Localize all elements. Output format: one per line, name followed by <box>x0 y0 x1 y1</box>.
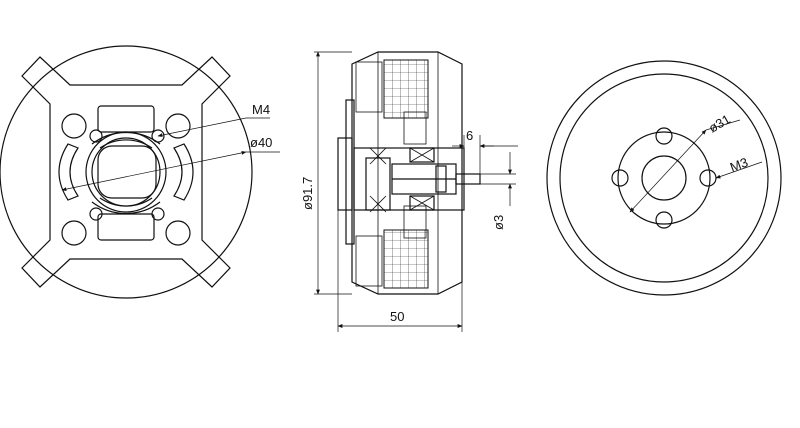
rear-m3-label: M3 <box>728 155 750 175</box>
front-m4-hole <box>151 129 165 143</box>
side-shaft-extension-label: 6 <box>466 128 473 143</box>
front-bottom-slot <box>97 213 155 241</box>
side-mount-flange <box>337 137 353 211</box>
rear-m3-hole <box>699 169 717 187</box>
front-left-lobe <box>58 143 79 201</box>
front-corner-hole <box>61 113 87 139</box>
rear-outer-circle <box>546 60 782 296</box>
rear-bolt-circle-label: ø31 <box>706 111 733 135</box>
front-hub-bore <box>97 145 157 199</box>
side-view: ø91.7 50 6 ø3 <box>300 51 518 332</box>
front-corner-hole <box>61 220 87 246</box>
side-overall-diameter-label: ø91.7 <box>300 177 315 210</box>
front-view: M4 ø40 <box>0 45 280 299</box>
front-corner-hole <box>165 113 191 139</box>
front-right-lobe <box>173 143 194 201</box>
side-magnet-grid-top <box>383 59 429 119</box>
rear-center-bore <box>641 155 687 201</box>
side-shaft-housing <box>353 147 465 211</box>
side-bearing-left <box>365 157 391 211</box>
side-shaft-diameter-label: ø3 <box>491 215 506 230</box>
front-mount-plate <box>21 56 231 288</box>
side-winding-bottom <box>355 235 383 287</box>
front-m4-hole <box>89 129 103 143</box>
front-m4-label: M4 <box>252 102 270 117</box>
rear-m3-hole <box>611 169 629 187</box>
front-corner-hole <box>165 220 191 246</box>
rear-m3-hole <box>655 211 673 229</box>
front-m4-hole <box>151 207 165 221</box>
side-length-label: 50 <box>390 309 404 324</box>
rear-view: ø31 M3 <box>546 60 782 296</box>
rear-inner-circle <box>559 73 769 283</box>
side-shaft-extension <box>455 173 481 185</box>
front-outer-circle <box>0 45 253 299</box>
side-winding-top <box>355 61 383 113</box>
front-m4-hole <box>89 207 103 221</box>
front-diameter-label: ø40 <box>250 135 272 150</box>
rear-m3-hole <box>655 127 673 145</box>
front-top-slot <box>97 105 155 133</box>
side-magnet-grid-bottom <box>383 229 429 289</box>
